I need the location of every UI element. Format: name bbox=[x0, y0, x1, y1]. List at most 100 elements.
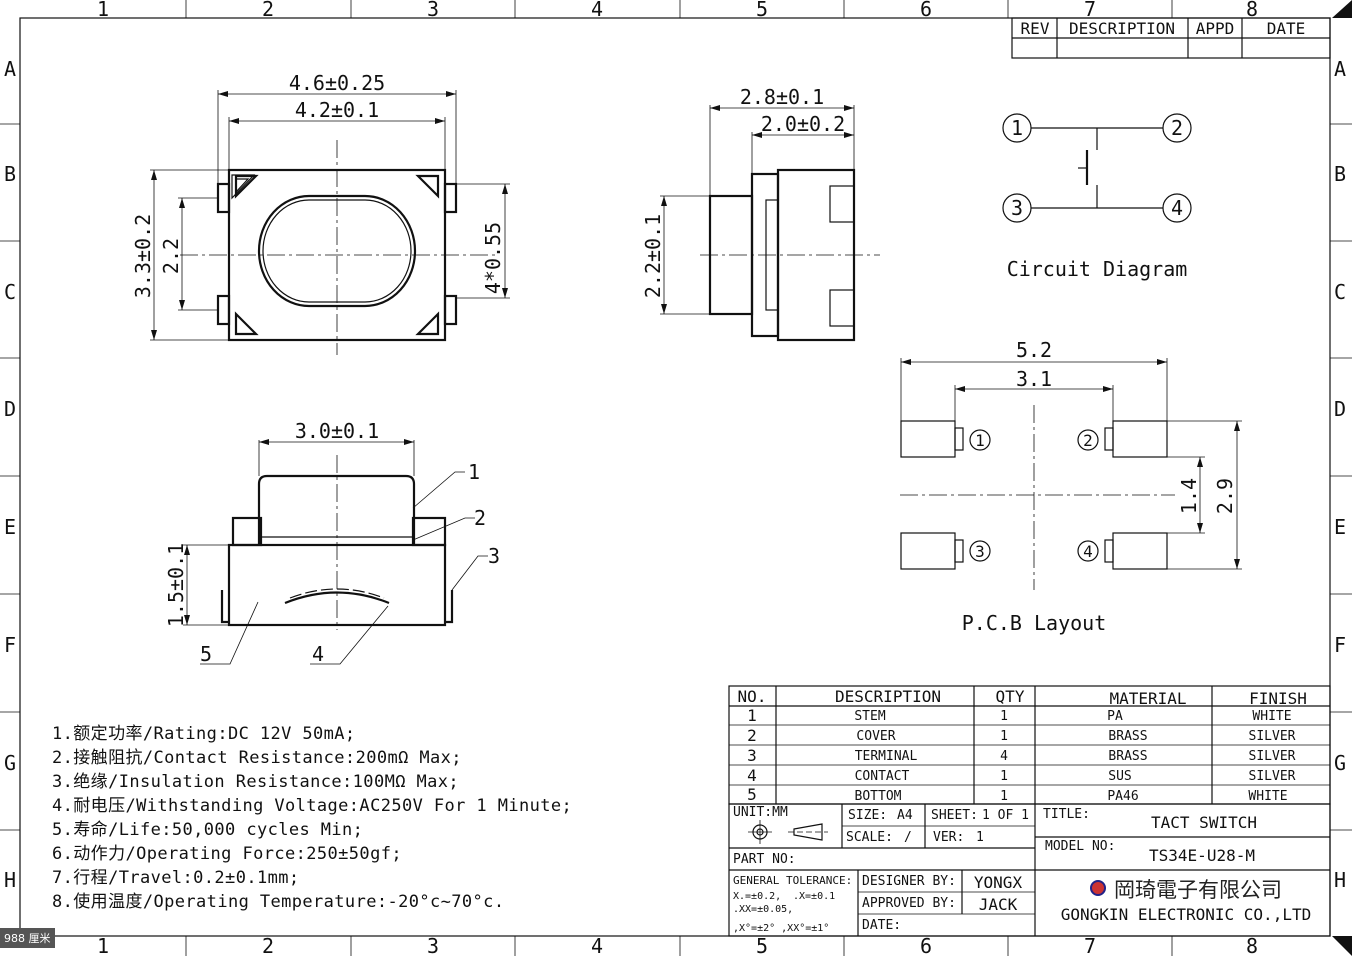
note-item: 1.额定功率/Rating:DC 12V 50mA; bbox=[52, 724, 356, 744]
svg-text:BRASS: BRASS bbox=[1108, 749, 1147, 764]
circuit-diagram-title: Circuit Diagram bbox=[1007, 257, 1188, 281]
pcb-pin-1: 1 bbox=[975, 431, 985, 450]
pcb-dim-pitch: 1.4 bbox=[1177, 478, 1201, 514]
dim-lead-pitch: 2.2 bbox=[159, 238, 183, 274]
size-label: SIZE: bbox=[848, 808, 887, 823]
svg-text:1: 1 bbox=[1000, 769, 1008, 784]
row-label: H bbox=[1334, 868, 1346, 892]
pcb-pin-4: 4 bbox=[1083, 542, 1093, 561]
pcb-dim-height: 2.9 bbox=[1213, 478, 1237, 514]
circuit-pin-2: 2 bbox=[1171, 116, 1183, 140]
svg-text:1: 1 bbox=[1000, 729, 1008, 744]
bom-header-material: MATERIAL bbox=[1109, 689, 1186, 708]
column-label: 7 bbox=[1084, 934, 1096, 956]
callout-1: 1 bbox=[468, 460, 480, 484]
column-label: 5 bbox=[756, 934, 768, 956]
row-label: A bbox=[4, 57, 16, 81]
row-label: G bbox=[1334, 751, 1346, 775]
ver-value: 1 bbox=[976, 830, 984, 845]
tolerance-label: GENERAL TOLERANCE: bbox=[733, 874, 852, 887]
dim-body-width: 4.2±0.1 bbox=[295, 98, 379, 122]
svg-text:5: 5 bbox=[747, 785, 757, 804]
tolerance-line-1a: X.=±0.2, bbox=[733, 891, 781, 902]
title-label: TITLE: bbox=[1043, 807, 1090, 822]
bom-row: 3 TERMINAL 4 BRASS SILVER bbox=[747, 746, 1295, 765]
date-header: DATE bbox=[1267, 19, 1306, 38]
dim-overall-width: 4.6±0.25 bbox=[289, 71, 385, 95]
note-item: 6.动作力/Operating Force:250±50gf; bbox=[52, 844, 402, 864]
svg-text:SILVER: SILVER bbox=[1249, 769, 1296, 784]
column-label: 8 bbox=[1246, 934, 1258, 956]
row-label: E bbox=[4, 515, 16, 539]
description-header: DESCRIPTION bbox=[1069, 19, 1175, 38]
svg-text:PA: PA bbox=[1107, 709, 1123, 724]
row-label: A bbox=[1334, 57, 1346, 81]
top-view bbox=[150, 90, 510, 355]
note-item: 2.接触阻抗/Contact Resistance:200mΩ Max; bbox=[52, 748, 462, 768]
row-label: G bbox=[4, 751, 16, 775]
column-label: 7 bbox=[1084, 0, 1096, 21]
svg-text:SUS: SUS bbox=[1108, 769, 1131, 784]
bom-header-qty: QTY bbox=[996, 687, 1025, 706]
bom-header-finish: FINISH bbox=[1249, 689, 1307, 708]
row-labels-right: A B C D E F G H bbox=[1334, 57, 1346, 892]
drawing-border bbox=[19, 17, 1331, 937]
circuit-pin-4: 4 bbox=[1171, 196, 1183, 220]
note-item: 7.行程/Travel:0.2±0.1mm; bbox=[52, 868, 300, 888]
pcb-layout bbox=[900, 358, 1242, 590]
svg-text:CONTACT: CONTACT bbox=[855, 769, 910, 784]
dim-front-height: 1.5±0.1 bbox=[164, 543, 188, 627]
part-label: PART NO: bbox=[733, 852, 796, 867]
pcb-layout-title: P.C.B Layout bbox=[962, 611, 1107, 635]
designer-label: DESIGNER BY: bbox=[862, 874, 956, 889]
dim-side-height: 2.2±0.1 bbox=[641, 214, 665, 298]
column-labels-bottom: 1 2 3 4 5 6 7 8 bbox=[97, 934, 1258, 956]
svg-text:STEM: STEM bbox=[854, 709, 885, 724]
column-label: 5 bbox=[756, 0, 768, 21]
svg-text:1: 1 bbox=[747, 706, 757, 725]
row-label: D bbox=[4, 397, 16, 421]
column-label: 4 bbox=[591, 934, 603, 956]
pcb-pin-3: 3 bbox=[975, 542, 985, 561]
column-label: 4 bbox=[591, 0, 603, 21]
svg-text:WHITE: WHITE bbox=[1248, 789, 1287, 804]
note-item: 8.使用温度/Operating Temperature:-20°c~70°c. bbox=[52, 892, 505, 912]
unit-label: UNIT:MM bbox=[733, 805, 788, 820]
model-number: TS34E-U28-M bbox=[1149, 846, 1255, 865]
dim-side-body: 2.0±0.2 bbox=[761, 112, 845, 136]
svg-text:1: 1 bbox=[1000, 709, 1008, 724]
sheet-value: 1 OF 1 bbox=[982, 808, 1029, 823]
date-label: DATE: bbox=[862, 918, 901, 933]
side-view bbox=[660, 105, 880, 342]
scale-tag: 988 厘米 bbox=[0, 928, 55, 948]
bom-row: 1 STEM 1 PA WHITE bbox=[747, 706, 1291, 725]
title-block bbox=[728, 803, 1331, 937]
svg-text:4: 4 bbox=[747, 766, 757, 785]
bom-row: 2 COVER 1 BRASS SILVER bbox=[747, 726, 1295, 745]
circuit-pin-1: 1 bbox=[1011, 116, 1023, 140]
row-label: H bbox=[4, 868, 16, 892]
tolerance-line-2: .XX=±0.05, bbox=[733, 904, 793, 915]
note-item: 4.耐电压/Withstanding Voltage:AC250V For 1 … bbox=[52, 796, 573, 816]
circuit-diagram bbox=[1002, 113, 1192, 223]
svg-text:WHITE: WHITE bbox=[1252, 709, 1291, 724]
specification-notes: 1.额定功率/Rating:DC 12V 50mA; 2.接触阻抗/Contac… bbox=[52, 722, 572, 914]
svg-text:3: 3 bbox=[747, 746, 757, 765]
svg-text:4: 4 bbox=[1000, 749, 1008, 764]
company-name-cn: 岡琦電子有限公司 bbox=[1114, 878, 1282, 902]
drawing-title: TACT SWITCH bbox=[1151, 813, 1257, 832]
dim-lead-width: 4*0.55 bbox=[481, 222, 505, 294]
bom-table bbox=[728, 685, 1331, 805]
pcb-pin-2: 2 bbox=[1083, 431, 1093, 450]
dim-body-height: 3.3±0.2 bbox=[131, 214, 155, 298]
svg-text:TERMINAL: TERMINAL bbox=[855, 749, 918, 764]
row-label: B bbox=[1334, 162, 1346, 186]
column-label: 1 bbox=[97, 0, 109, 21]
row-label: B bbox=[4, 162, 16, 186]
bom-row: 5 BOTTOM 1 PA46 WHITE bbox=[747, 785, 1287, 804]
callout-5: 5 bbox=[200, 642, 212, 666]
column-label: 2 bbox=[262, 934, 274, 956]
svg-text:PA46: PA46 bbox=[1107, 789, 1138, 804]
